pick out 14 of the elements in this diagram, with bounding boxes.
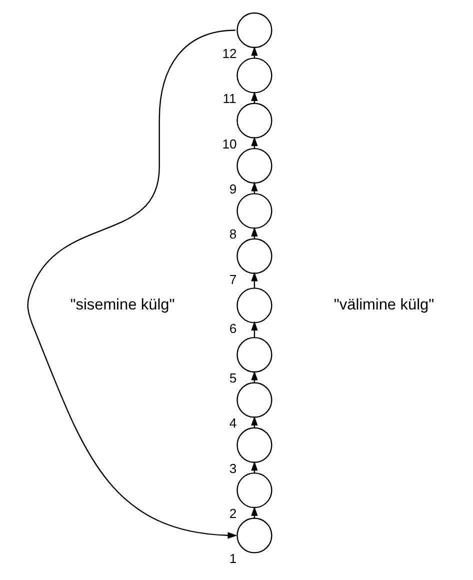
node-label: 2	[229, 506, 237, 522]
node-label: 9	[229, 181, 237, 196]
node-label: 10	[222, 136, 237, 152]
node-label: 6	[229, 321, 237, 336]
label: "välimine külg"	[334, 296, 434, 314]
node-label: 4	[229, 416, 237, 431]
node-label: 3	[229, 460, 237, 476]
node-label: 8	[229, 226, 237, 242]
node-label: 12	[222, 46, 237, 61]
node-label: 7	[229, 272, 237, 287]
node-label: 5	[229, 370, 237, 386]
label: "sisemine külg"	[70, 296, 175, 314]
node-label: 11	[222, 91, 236, 106]
node-label: 1	[229, 551, 237, 566]
